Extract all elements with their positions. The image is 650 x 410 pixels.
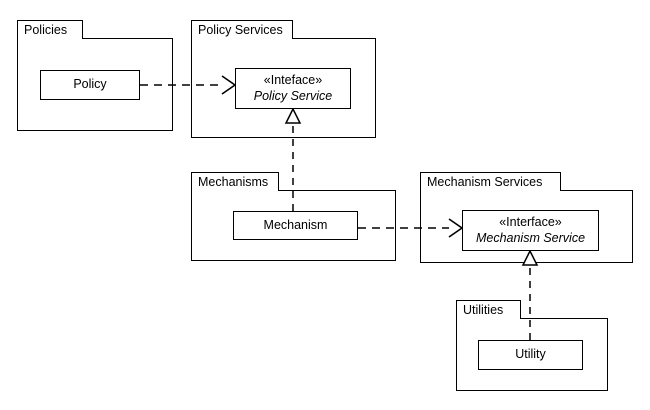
package-mechanism-services-label: Mechanism Services	[427, 174, 543, 189]
class-mechanism[interactable]: Mechanism	[233, 211, 358, 240]
interface-mechanism-service[interactable]: «Interface» Mechanism Service	[462, 210, 599, 251]
package-utilities-label: Utilities	[463, 302, 504, 317]
class-policy-name: Policy	[73, 77, 107, 92]
interface-mechanism-service-name: Mechanism Service	[475, 230, 586, 245]
package-policies-label: Policies	[24, 22, 68, 37]
package-mechanism-services-tab: Mechanism Services	[420, 172, 561, 191]
package-mechanisms-tab: Mechanisms	[191, 172, 279, 191]
interface-policy-service-stereotype: «Inteface»	[263, 72, 323, 87]
class-utility-name: Utility	[515, 347, 546, 362]
package-utilities-tab: Utilities	[456, 300, 521, 319]
class-utility[interactable]: Utility	[478, 340, 583, 370]
class-mechanism-name: Mechanism	[263, 217, 328, 232]
package-policy-services-tab: Policy Services	[191, 20, 293, 39]
package-policies-tab: Policies	[17, 20, 83, 39]
class-policy[interactable]: Policy	[40, 70, 140, 100]
interface-policy-service[interactable]: «Inteface» Policy Service	[235, 68, 351, 109]
package-mechanisms-label: Mechanisms	[198, 174, 269, 189]
interface-policy-service-name: Policy Service	[253, 88, 333, 103]
package-policy-services-label: Policy Services	[198, 22, 283, 37]
interface-mechanism-service-stereotype: «Interface»	[499, 214, 562, 229]
